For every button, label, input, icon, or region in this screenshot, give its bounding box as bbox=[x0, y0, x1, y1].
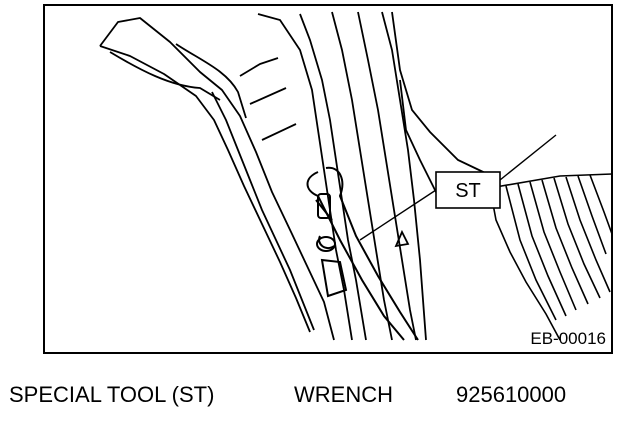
figure-frame bbox=[43, 4, 613, 354]
caption-label: SPECIAL TOOL (ST) bbox=[9, 382, 215, 407]
door-trim-panel bbox=[99, 17, 335, 341]
special-tool-caption: SPECIAL TOOL (ST) WRENCH 925610000 bbox=[0, 375, 640, 415]
wrench-tool bbox=[306, 166, 419, 341]
figure-code: EB-00016 bbox=[530, 329, 606, 348]
callout-leader-line-2 bbox=[499, 134, 557, 181]
callout-leader-line bbox=[359, 189, 437, 241]
st-callout: ST bbox=[359, 134, 557, 241]
pillar-structure bbox=[257, 11, 501, 341]
seat-back bbox=[489, 173, 613, 341]
callout-label: ST bbox=[455, 180, 481, 202]
callout-box bbox=[435, 171, 501, 209]
caption-part-number: 925610000 bbox=[456, 382, 567, 407]
caption-tool-name: WRENCH bbox=[294, 382, 393, 407]
illustration: ST EB-00016 bbox=[43, 4, 613, 354]
